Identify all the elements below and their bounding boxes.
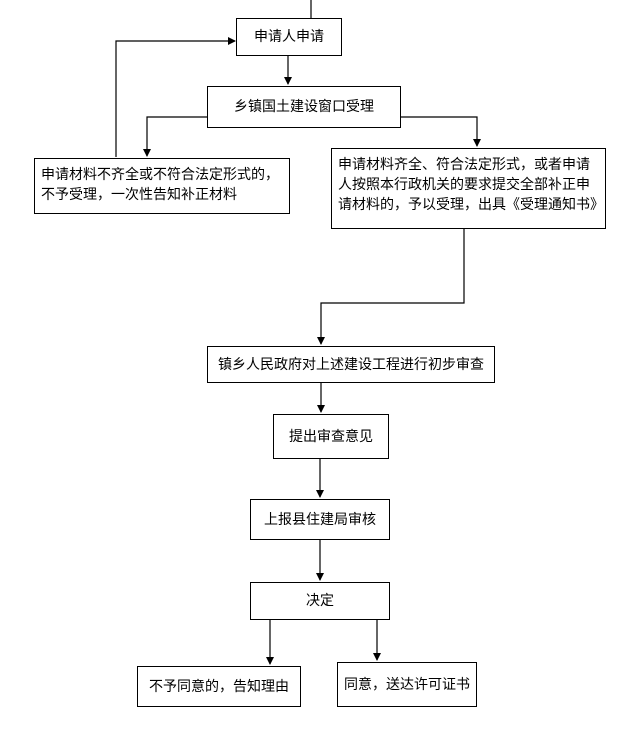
node-review-label: 镇乡人民政府对上述建设工程进行初步审查 [218, 356, 484, 373]
node-reject-incomplete: 申请材料不齐全或不符合法定形式的， 不予受理，一次性告知补正材料 [34, 158, 290, 214]
node-county-label: 上报县住建局审核 [264, 511, 376, 528]
node-review-opinion: 提出审查意见 [273, 414, 389, 459]
node-agree: 同意，送达许可证书 [337, 662, 477, 707]
node-apply-label: 申请人申请 [254, 29, 324, 45]
node-accept: 申请材料齐全、符合法定形式，或者申请 人按照本行政机关的要求提交全部补正申 请材… [331, 148, 606, 229]
node-preliminary-review: 镇乡人民政府对上述建设工程进行初步审查 [207, 346, 495, 383]
node-opinion-label: 提出审查意见 [289, 428, 373, 445]
node-decision-label: 决定 [306, 593, 334, 609]
arrow-accept-to-review [317, 229, 465, 345]
node-reject-line-1: 申请材料不齐全或不符合法定形式的， [41, 167, 279, 183]
node-window-label: 乡镇国土建设窗口受理 [234, 99, 374, 115]
node-accept-line-3: 请材料的，予以受理，出具《受理通知书》 [338, 197, 604, 213]
arrow-reject-loop-to-apply [115, 37, 236, 157]
node-disagree-label: 不予同意的，告知理由 [149, 678, 289, 695]
node-decision: 决定 [250, 582, 390, 620]
node-reject-line-2: 不予受理，一次性告知补正材料 [41, 187, 237, 203]
node-accept-line-2: 人按照本行政机关的要求提交全部补正申 [338, 177, 590, 193]
node-apply: 申请人申请 [236, 18, 342, 56]
node-disagree: 不予同意的，告知理由 [137, 666, 301, 707]
node-window-acceptance: 乡镇国土建设窗口受理 [207, 86, 401, 128]
arrow-window-to-accept [400, 116, 481, 147]
node-agree-label: 同意，送达许可证书 [344, 676, 470, 693]
arrow-window-to-reject [143, 116, 208, 157]
node-accept-line-1: 申请材料齐全、符合法定形式，或者申请 [338, 157, 590, 173]
node-county-review: 上报县住建局审核 [250, 499, 390, 540]
